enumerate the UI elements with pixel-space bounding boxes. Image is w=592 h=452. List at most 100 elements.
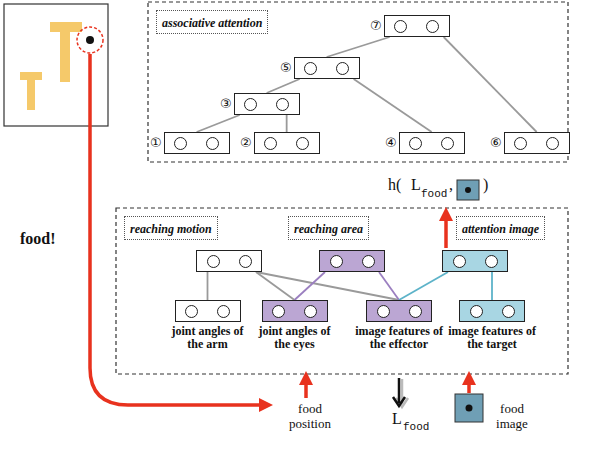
text-label: h( [388, 176, 401, 194]
node-label: image features of the target [446, 325, 538, 351]
red-arrow [467, 378, 471, 393]
food-dot [465, 187, 471, 193]
unit-circle [217, 305, 230, 318]
unit-box [254, 132, 320, 154]
unit-circle [244, 98, 257, 111]
callout-number: ⑥ [490, 132, 502, 154]
text-label: L [411, 176, 421, 194]
unit-node: joint angles of the arm [170, 300, 245, 351]
unit-node [442, 250, 508, 272]
unit-circle [362, 255, 375, 268]
unit-node: ⑦ [370, 15, 450, 37]
unit-circle [239, 255, 252, 268]
unit-box [234, 93, 300, 115]
food-image-icon [457, 180, 479, 200]
connector-line [256, 272, 399, 300]
node-label: image features of the effector [353, 325, 445, 351]
unit-circle [276, 98, 289, 111]
unit-circle [394, 20, 407, 33]
connector-line [444, 37, 537, 132]
callout-number: ② [240, 132, 252, 154]
header-box: reaching motion [124, 216, 218, 240]
connector-line [491, 272, 493, 300]
unit-node: image features of the target [446, 300, 538, 351]
text-label: L [392, 410, 402, 428]
unit-box [262, 300, 328, 322]
red-arrow [304, 378, 308, 398]
text-label: food position [280, 402, 340, 432]
red-arrow [444, 214, 448, 248]
unit-circle [296, 137, 309, 150]
unit-circle [409, 305, 422, 318]
unit-circle [377, 305, 390, 318]
unit-circle [174, 137, 187, 150]
unit-node: joint angles of the eyes [257, 300, 332, 351]
connector-line [379, 272, 399, 300]
unit-node: ③ [220, 93, 300, 115]
unit-box [319, 250, 385, 272]
unit-circle [514, 137, 527, 150]
connector-line [267, 79, 300, 93]
unit-node: ② [240, 132, 320, 154]
text-label: , [449, 176, 453, 194]
connector-line [197, 115, 240, 132]
t-shapes [20, 22, 82, 110]
unit-circle [207, 255, 220, 268]
unit-box [164, 132, 230, 154]
unit-circle [185, 305, 198, 318]
connector-line [354, 79, 432, 132]
unit-circle [502, 305, 515, 318]
unit-node [196, 250, 262, 272]
unit-node [319, 250, 385, 272]
text-label: food [403, 421, 429, 434]
down-arrow [393, 378, 405, 406]
unit-circle [546, 137, 559, 150]
connector-line [286, 115, 288, 132]
unit-circle [272, 305, 285, 318]
unit-node: ⑥ [490, 132, 570, 154]
text-label: ) [483, 176, 488, 194]
header-text: reaching area [294, 222, 363, 236]
unit-box [175, 300, 241, 322]
node-label: joint angles of the arm [170, 325, 245, 351]
unit-circle [426, 20, 439, 33]
unit-box [459, 300, 525, 322]
unit-box [366, 300, 432, 322]
callout-number: ⑦ [370, 15, 382, 37]
text-label: food! [20, 230, 56, 248]
unit-circle [409, 137, 422, 150]
focus-circle [77, 27, 103, 53]
header-text: reaching motion [130, 222, 212, 236]
unit-node: ④ [385, 132, 465, 154]
callout-number: ④ [385, 132, 397, 154]
unit-node: ① [150, 132, 230, 154]
connector-line [327, 37, 390, 57]
unit-circle [470, 305, 483, 318]
unit-box [196, 250, 262, 272]
unit-circle [330, 255, 343, 268]
header-text: associative attention [162, 16, 262, 30]
header-box: associative attention [156, 10, 268, 34]
unit-box [294, 57, 360, 79]
unit-circle [304, 62, 317, 75]
callout-number: ③ [220, 93, 232, 115]
reaching-region [116, 208, 568, 374]
unit-box [504, 132, 570, 154]
unit-circle [441, 137, 454, 150]
unit-circle [264, 137, 277, 150]
text-label: food image [491, 402, 533, 432]
connector-line [207, 272, 209, 300]
callout-number: ① [150, 132, 162, 154]
food-dot [466, 405, 473, 412]
text-label: food [421, 188, 447, 201]
header-text: attention image [462, 222, 539, 236]
connector-line [399, 272, 448, 300]
unit-node: image features of the effector [353, 300, 445, 351]
unit-circle [485, 255, 498, 268]
unit-node: ⑤ [280, 57, 360, 79]
unit-box [399, 132, 465, 154]
unit-circle [304, 305, 317, 318]
header-box: attention image [456, 216, 545, 240]
